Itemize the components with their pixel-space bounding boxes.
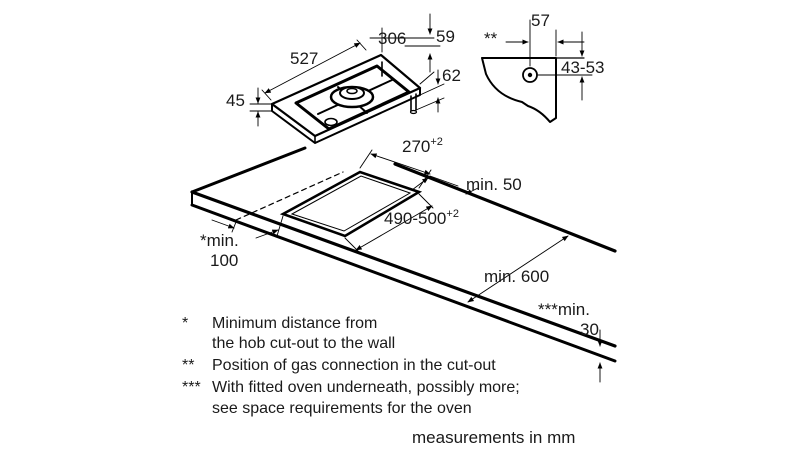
gas-connection-detail <box>481 19 593 123</box>
hob-cutout <box>279 170 423 238</box>
dim-59: 59 <box>436 27 455 46</box>
hob-drawing <box>270 53 422 144</box>
dim-62: 62 <box>442 66 461 85</box>
hob-dimension-lines <box>249 13 445 127</box>
dim-490-500: 490-500+2 <box>384 208 459 228</box>
dim-min-30-line1: ***min. <box>538 300 590 319</box>
worktop-front-edge <box>190 190 617 348</box>
dim-43-53: 43-53 <box>561 58 604 77</box>
worktop-front-lower <box>190 203 617 363</box>
note-3-line1: With fitted oven underneath, possibly mo… <box>212 379 520 396</box>
note-1-line2: the hob cut-out to the wall <box>212 335 395 352</box>
dim-45: 45 <box>226 91 245 110</box>
footnotes: * Minimum distance from the hob cut-out … <box>182 315 520 417</box>
wall-line <box>235 171 344 221</box>
note-1-line1: Minimum distance from <box>212 315 377 332</box>
dim-270: 270+2 <box>402 136 443 156</box>
dim-min-50: min. 50 <box>466 175 522 194</box>
worktop-dimension-lines <box>211 149 603 383</box>
note-2-line1: Position of gas connection in the cut-ou… <box>212 357 496 374</box>
control-knob <box>324 117 338 127</box>
dim-57: 57 <box>531 11 550 30</box>
dim-min-100-line1: *min. <box>200 231 239 250</box>
units-caption: measurements in mm <box>412 428 575 447</box>
worktop-left-back <box>190 146 307 194</box>
worktop-back-edge <box>393 162 617 253</box>
note-2-marker: ** <box>182 357 194 374</box>
gas-pipe <box>410 93 417 113</box>
cutout-profile <box>481 57 557 123</box>
dim-306: 306 <box>378 29 406 48</box>
note-3-marker: *** <box>182 379 201 396</box>
dim-min-30-line2: 30 <box>580 320 599 339</box>
cutout-inner <box>290 175 412 232</box>
dim-527: 527 <box>290 49 318 68</box>
gas-marker: ** <box>484 29 498 48</box>
note-3-line2: see space requirements for the oven <box>212 400 472 417</box>
dim-min-100-line2: 100 <box>210 251 238 270</box>
note-1-marker: * <box>182 315 188 332</box>
gas-pipe-end <box>409 109 418 115</box>
worktop-drawing <box>190 146 617 363</box>
dim-min-600: min. 600 <box>484 267 549 286</box>
burner-centre <box>346 87 358 95</box>
